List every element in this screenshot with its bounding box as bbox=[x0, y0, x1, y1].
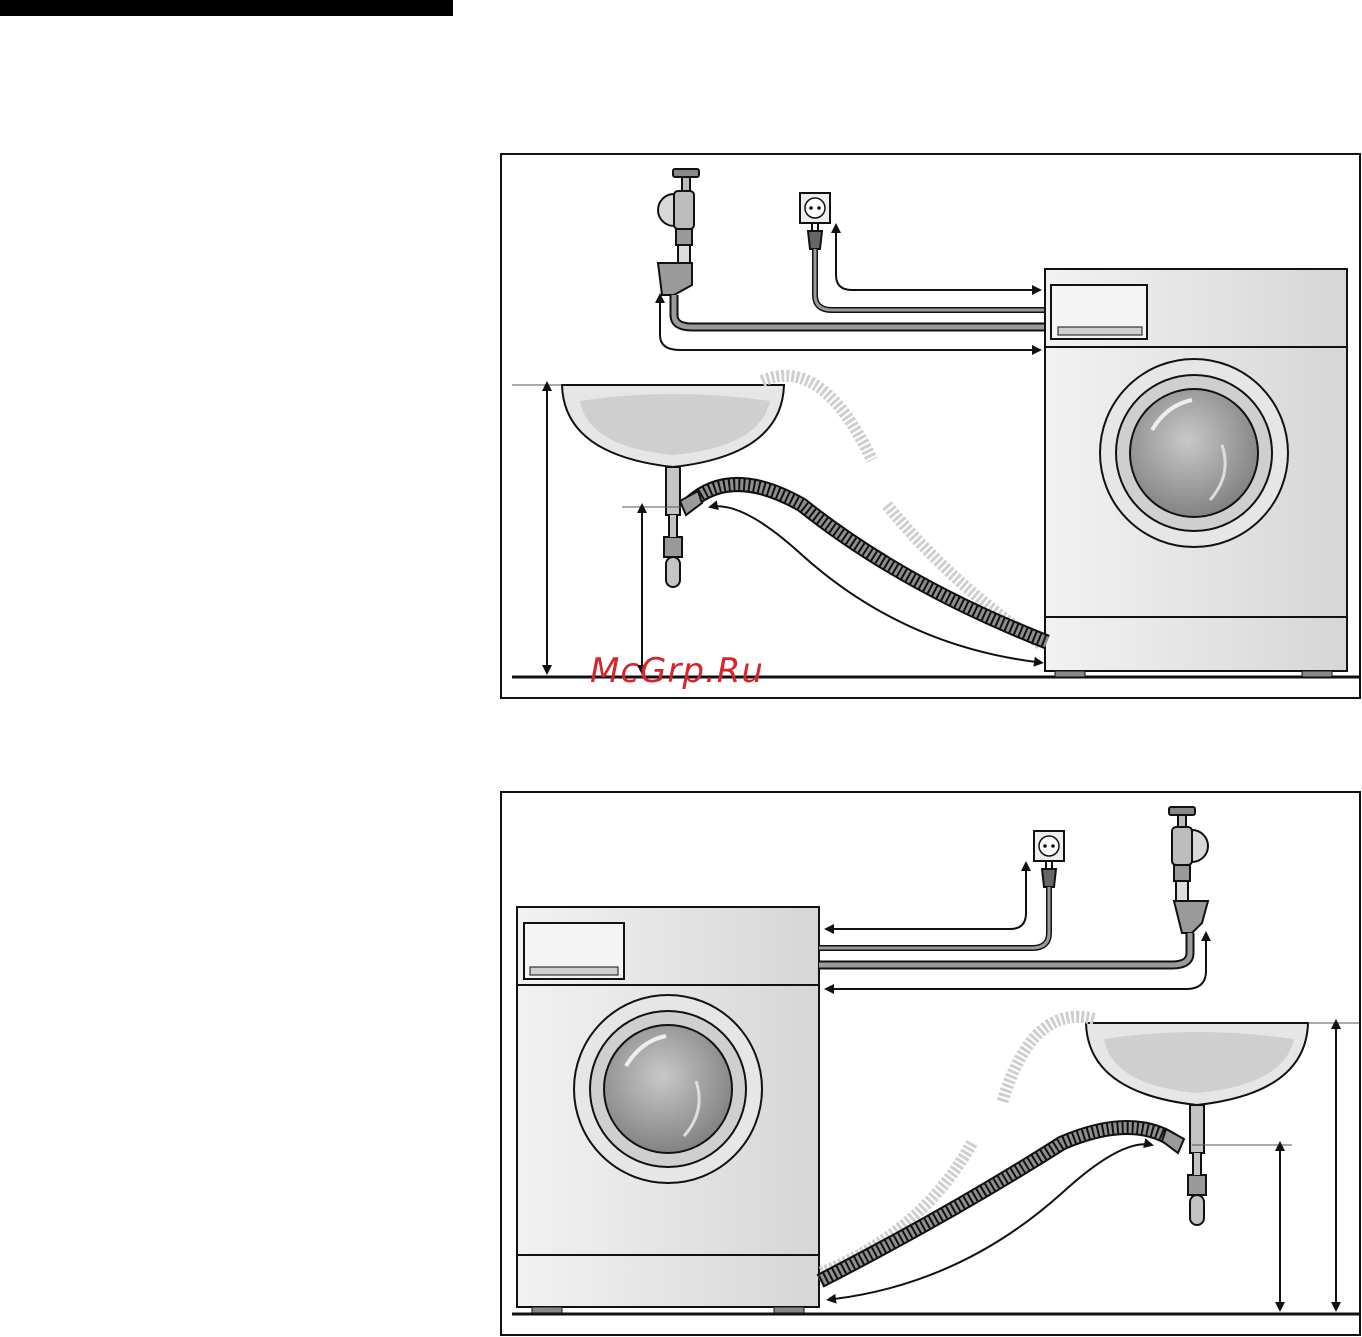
diagram-1-svg bbox=[502, 155, 1359, 697]
water-tap-icon bbox=[1169, 807, 1208, 933]
power-connection-arrow bbox=[836, 231, 1040, 290]
washing-machine bbox=[517, 907, 819, 1313]
drain-hose-faded bbox=[1002, 1017, 1094, 1103]
drain-arrow bbox=[710, 506, 1036, 662]
installation-diagram-2 bbox=[500, 791, 1361, 1336]
power-plug-icon bbox=[1042, 861, 1056, 887]
power-cable bbox=[819, 887, 1049, 948]
drain-hose bbox=[690, 484, 1047, 642]
drain-arrow bbox=[834, 1144, 1152, 1299]
watermark: McGrp.Ru bbox=[590, 651, 764, 691]
washing-machine bbox=[1045, 269, 1347, 677]
water-tap-icon bbox=[658, 169, 699, 295]
installation-diagram-1: McGrp.Ru bbox=[500, 153, 1361, 699]
power-cable bbox=[815, 249, 1047, 310]
header-bar bbox=[0, 0, 453, 16]
power-socket-icon bbox=[1034, 831, 1064, 861]
power-connection-arrow bbox=[826, 869, 1026, 929]
power-plug-icon bbox=[808, 223, 822, 249]
diagram-2-svg bbox=[502, 793, 1359, 1334]
power-socket-icon bbox=[800, 193, 830, 223]
